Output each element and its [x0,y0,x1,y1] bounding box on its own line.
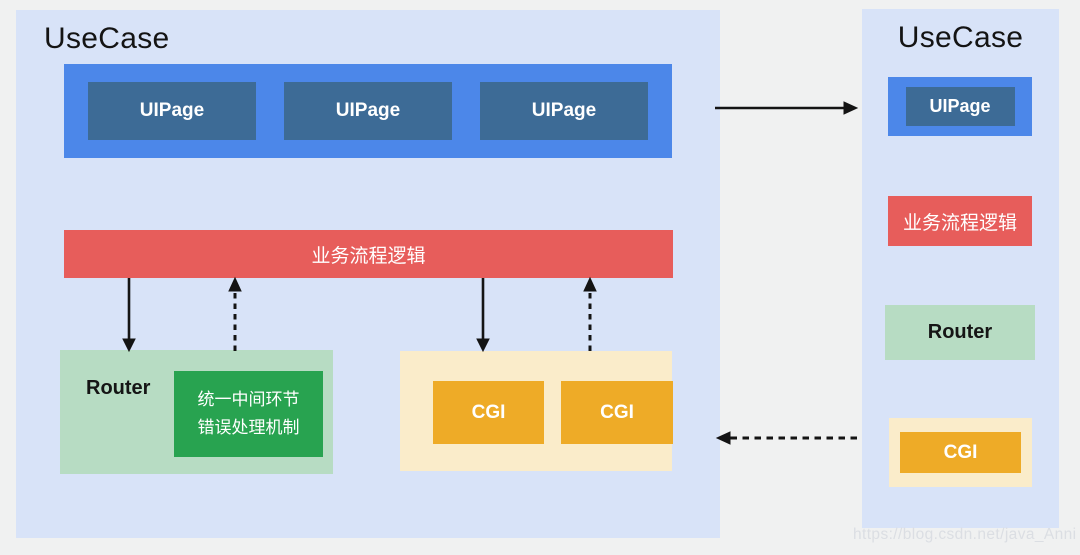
left-usecase-panel: UseCase UIPage UIPage UIPage 业务流程逻辑 Rout… [16,10,720,538]
cgi-box-2: CGI [561,381,673,444]
uipage-box-2: UIPage [284,82,452,140]
right-business-logic-box: 业务流程逻辑 [888,196,1032,246]
cgi-box-1: CGI [433,381,544,444]
router-label: Router [86,377,151,399]
watermark-url: https://blog.csdn.net/java_Anni [853,526,1077,543]
right-router-box: Router [885,305,1035,360]
error-handling-box: 统一中间环节 错误处理机制 [174,371,323,457]
business-logic-bar: 业务流程逻辑 [64,230,673,278]
error-handling-line2: 错误处理机制 [197,418,300,437]
router-box: Router 统一中间环节 错误处理机制 [60,350,333,474]
uipage-container: UIPage UIPage UIPage [64,64,672,158]
error-handling-line1: 统一中间环节 [197,390,300,409]
arrow-left-panel-to-right-panel [715,101,859,115]
uipage-box-1: UIPage [88,82,256,140]
right-uipage-container: UIPage [888,77,1032,136]
right-usecase-panel: UseCase UIPage 业务流程逻辑 Router CGI [862,9,1059,528]
cgi-container: CGI CGI [400,351,673,471]
right-uipage-box: UIPage [905,87,1015,126]
right-cgi-container: CGI [889,418,1032,487]
left-panel-title: UseCase [44,22,170,55]
right-panel-title: UseCase [897,21,1024,54]
arrow-right-panel-to-left-panel-dashed [715,431,857,445]
uipage-box-3: UIPage [480,82,648,140]
right-cgi-box: CGI [900,432,1021,473]
